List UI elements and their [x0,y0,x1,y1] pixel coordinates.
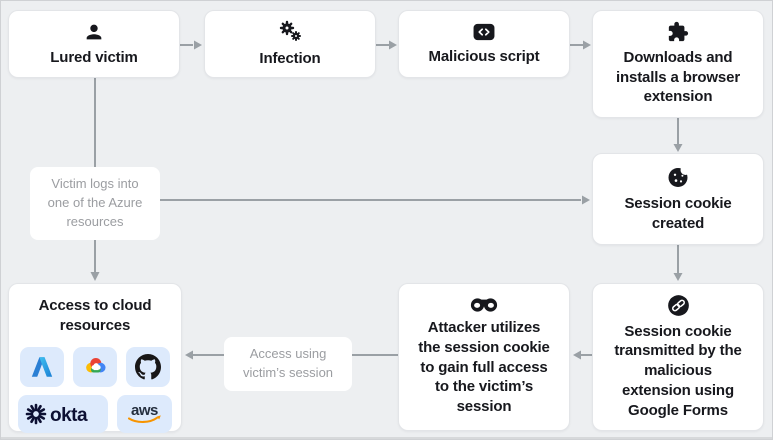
okta-wordmark: okta [50,405,88,426]
node-label: Infection [259,49,321,67]
okta-logo: okta [18,394,108,433]
cloud-provider-tiles: okta aws [18,346,172,433]
edge-label-access-using-session: Access using victim’s session [224,337,352,391]
edge-label-victim-logs-in: Victim logs into one of the Azure resour… [30,167,160,240]
node-cloud-access: Access to cloud resources [8,283,182,433]
node-session-cookie-created: Session cookie created [592,153,764,245]
node-attacker-utilizes: Attacker utilizes the session cookie to … [398,283,570,431]
node-browser-extension: Downloads and installs a browser extensi… [592,10,764,118]
person-icon [83,21,105,43]
node-label: Access to cloud resources [38,297,152,334]
google-cloud-logo [73,346,117,387]
node-label: Lured victim [50,48,138,66]
node-infection: Infection [204,10,376,78]
aws-wordmark: aws [131,402,158,419]
node-label: Malicious script [428,47,540,65]
arrow-infection-to-script [376,40,397,50]
malware-gears-icon [277,20,303,44]
arrow-lured-to-infection [180,40,202,50]
node-label: Session cookie transmitted by the malici… [614,322,742,419]
node-lured-victim: Lured victim [8,10,180,78]
arrow-cookie-created-to-transmitted [673,245,683,281]
puzzle-icon [667,21,689,43]
code-icon [472,22,496,42]
arrow-script-to-extension [570,40,591,50]
arrow-extension-to-cookie-created [673,118,683,152]
node-cookie-transmitted: Session cookie transmitted by the malici… [592,283,764,431]
mask-icon [470,297,498,313]
node-label: Session cookie created [624,194,732,232]
aws-logo: aws [117,394,172,433]
cookie-icon [666,164,690,189]
azure-logo [20,346,64,387]
node-label: Downloads and installs a browser extensi… [615,48,741,106]
github-logo [126,346,170,387]
node-malicious-script: Malicious script [398,10,570,78]
cookie-send-icon [667,294,690,317]
arrow-login-to-cookie-created [120,195,590,205]
node-label: Attacker utilizes the session cookie to … [418,319,550,416]
arrow-transmitted-to-attacker [573,350,592,360]
